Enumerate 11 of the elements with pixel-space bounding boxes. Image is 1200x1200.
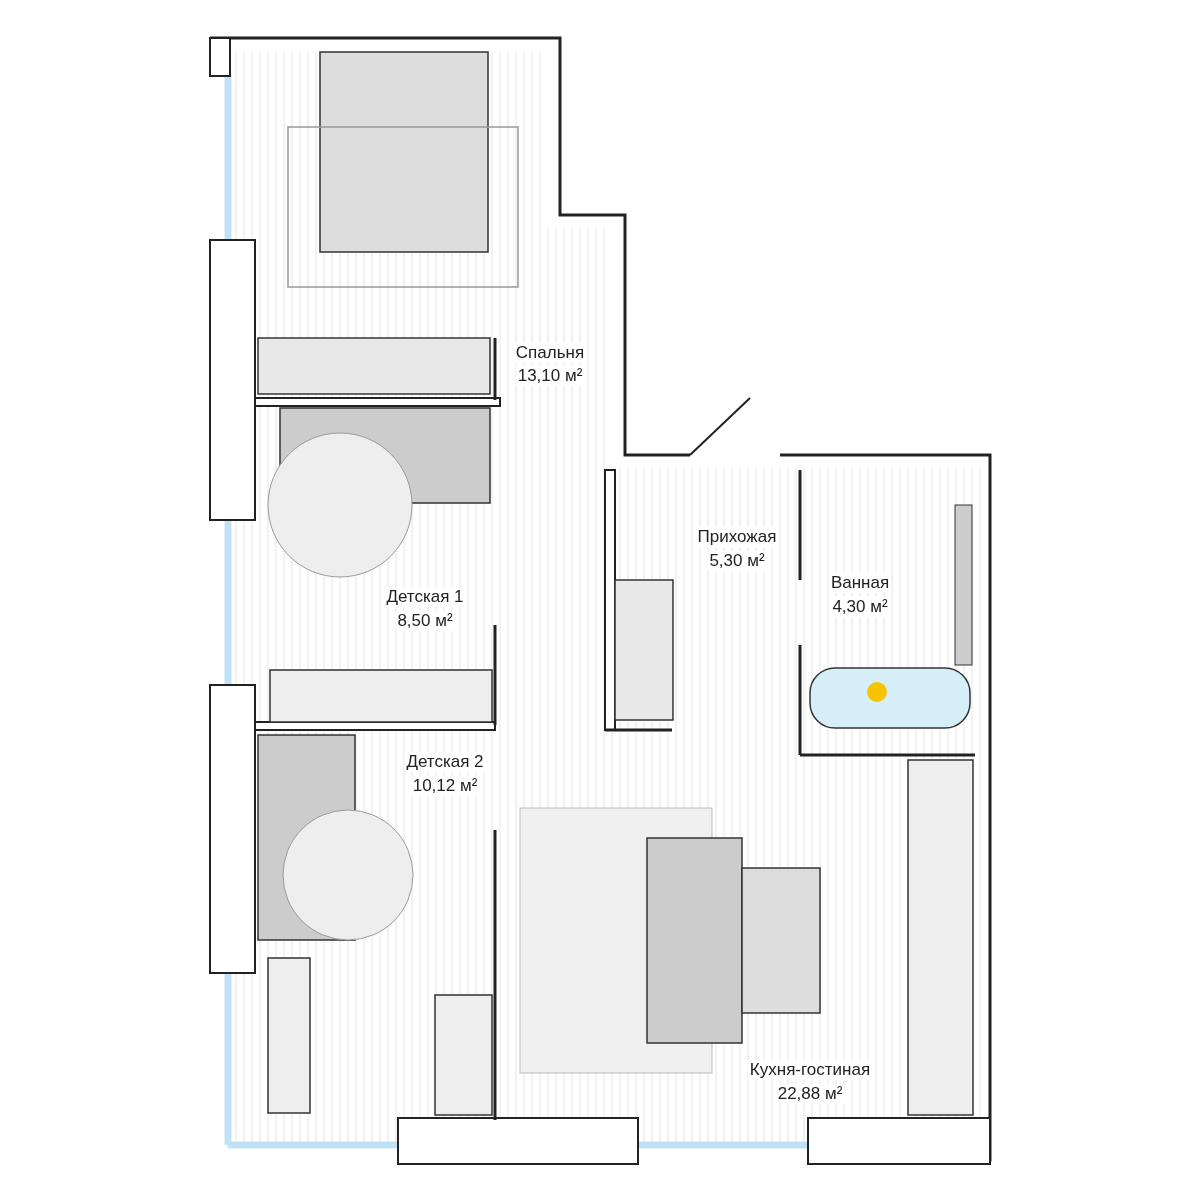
room-area: 4,30 м² (830, 597, 890, 617)
room-area: 10,12 м² (410, 776, 480, 796)
room-name: Детская 1 (384, 587, 466, 607)
room-area: 22,88 м² (775, 1084, 845, 1104)
room-name: Спальня (513, 343, 587, 363)
room-area: 8,50 м² (395, 611, 455, 631)
room-area: 5,30 м² (707, 551, 767, 571)
room-name: Кухня-гостиная (747, 1060, 873, 1080)
room-area: 13,10 м² (515, 366, 585, 386)
room-name: Детская 2 (404, 752, 486, 772)
room-name: Прихожая (695, 527, 779, 547)
